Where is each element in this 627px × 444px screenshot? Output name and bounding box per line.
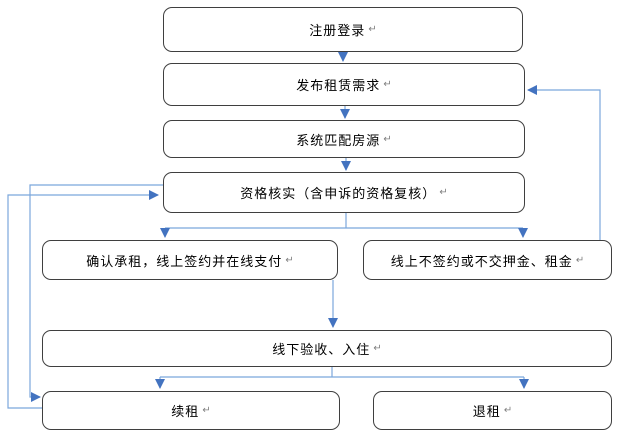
return-mark-icon: ↵ xyxy=(575,254,585,266)
node-confirm-sign-pay: 确认承租，线上签约并在线支付 ↵ xyxy=(42,240,338,280)
return-mark-icon: ↵ xyxy=(373,343,382,354)
node-publish-demand-label: 发布租赁需求 xyxy=(296,78,381,93)
return-mark-icon: ↵ xyxy=(383,133,392,145)
return-mark-icon: ↵ xyxy=(503,405,513,416)
node-renew: 续租 ↵ xyxy=(42,391,340,430)
return-mark-icon: ↵ xyxy=(439,187,448,198)
node-terminate: 退租 ↵ xyxy=(373,391,612,430)
node-no-sign-no-pay: 线上不签约或不交押金、租金 ↵ xyxy=(363,240,612,280)
node-register-login-label: 注册登录 xyxy=(309,23,366,38)
node-renew-label: 续租 xyxy=(171,404,200,419)
return-mark-icon: ↵ xyxy=(368,24,377,35)
node-match-housing-label: 系统匹配房源 xyxy=(296,132,381,148)
node-qualification-check: 资格核实（含申诉的资格复核） ↵ xyxy=(163,172,525,213)
node-no-sign-no-pay-label: 线上不签约或不交押金、租金 xyxy=(390,253,573,269)
node-match-housing: 系统匹配房源 ↵ xyxy=(163,120,525,158)
connector-nosign-to-publish xyxy=(526,84,601,241)
connector-renew-to-qualify xyxy=(7,189,160,409)
node-publish-demand: 发布租赁需求 ↵ xyxy=(163,63,525,106)
return-mark-icon: ↵ xyxy=(202,405,211,416)
node-qualification-check-label: 资格核实（含申诉的资格复核） xyxy=(240,186,437,201)
node-offline-checkin: 线下验收、入住 ↵ xyxy=(42,330,612,367)
node-register-login: 注册登录 ↵ xyxy=(163,7,523,52)
node-offline-checkin-label: 线下验收、入住 xyxy=(272,342,371,357)
return-mark-icon: ↵ xyxy=(383,79,392,90)
return-mark-icon: ↵ xyxy=(285,254,294,266)
node-confirm-sign-pay-label: 确认承租，线上签约并在线支付 xyxy=(86,253,283,269)
connector-qualify-to-renew xyxy=(29,184,163,403)
node-terminate-label: 退租 xyxy=(472,404,501,419)
